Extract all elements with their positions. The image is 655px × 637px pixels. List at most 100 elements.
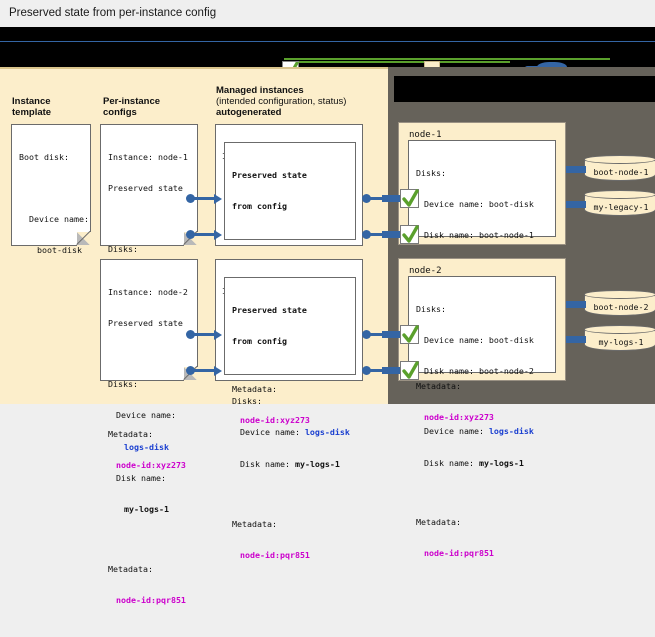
disk-link-line [566, 166, 586, 173]
node-1-label: node-1 [409, 130, 442, 140]
node2-boot-device: Device name: boot-disk [424, 335, 534, 346]
pic2-metadata-value: node-id:pqr851 [116, 595, 186, 606]
pic2-device-name-label: Device name: [116, 410, 176, 421]
node-1-details: Disks: Device name: boot-disk Disk name:… [408, 140, 556, 422]
disk-label-boot-node-1: boot-node-1 [593, 167, 649, 177]
pic2-preserved: Preserved state [108, 318, 183, 329]
pic1-disks-label: Disks: [108, 244, 138, 255]
node2-extra-disk-label: Disk name: [424, 457, 479, 468]
mi2-disk-row: Disk name: my-logs-1 [232, 459, 348, 469]
disk-cylinder-boot-node-2: boot-node-2 [584, 290, 655, 316]
connector-dot [362, 330, 371, 339]
connector-dot [186, 330, 195, 339]
disk-label-boot-node-2: boot-node-2 [593, 302, 649, 312]
managed-instance-inner-node-1: Preserved state from config Disks: Devic… [224, 142, 360, 425]
disk-cylinder-my-legacy-1: my-legacy-1 [584, 190, 655, 216]
per-instance-config-card-node-1: Instance: node-1 Preserved state Disks: … [100, 124, 198, 470]
pic2-disks-label: Disks: [108, 379, 138, 390]
legend-green-line-icon [284, 58, 610, 60]
connector-dot [362, 366, 371, 375]
connector-line [194, 233, 214, 236]
mi2-device-name-label: Device name: [240, 427, 305, 438]
pic1-preserved: Preserved state [108, 183, 183, 194]
per-instance-configs-line2: configs [103, 107, 137, 118]
connector-line [370, 197, 384, 200]
per-instance-config-card-node-2: Instance: node-2 Preserved state Disks: … [100, 259, 198, 605]
connector-dot [362, 230, 371, 239]
diagram-root: Preserved state from per-instance config… [0, 0, 655, 404]
pic1-instance: Instance: node-1 [108, 151, 188, 162]
node-2-label: node-2 [409, 266, 442, 276]
check-icon [400, 325, 419, 344]
pic2-disk-name-label: Disk name: [116, 472, 166, 483]
connector-line [370, 369, 384, 372]
mi1-metadata-value: node-id:xyz273 [240, 414, 310, 425]
managed-instance-inner-node-2: Preserved state from config Disks: Devic… [224, 277, 356, 560]
connector-arrow [214, 230, 222, 240]
node1-metadata-label: Metadata: [416, 380, 461, 391]
disk-link-line [566, 201, 586, 208]
boot-device-name-label: Device name: [29, 213, 89, 224]
node1-disks-label: Disks: [416, 167, 446, 178]
connector-bar [382, 331, 400, 338]
mi2-metadata-label: Metadata: [232, 518, 277, 529]
legend-green-line-icon-2 [291, 61, 510, 63]
node2-metadata-label: Metadata: [416, 516, 461, 527]
per-instance-configs-line1: Per-instance [103, 96, 161, 107]
node1-boot-device: Device name: boot-disk [424, 199, 534, 210]
node2-extra-device-row: Device name: logs-disk [416, 426, 548, 436]
column-heading-per-instance-configs: Per-instance configs [103, 96, 160, 118]
node-2-details: Disks: Device name: boot-disk Disk name:… [408, 276, 556, 558]
node1-metadata-value: node-id:xyz273 [424, 411, 494, 422]
mi2-disk-name-value: my-logs-1 [294, 458, 340, 469]
node2-extra-device-value: logs-disk [488, 426, 534, 437]
disk-cylinder-my-logs-1: my-logs-1 [584, 325, 655, 351]
pic2-device-name-value: logs-disk [124, 441, 169, 452]
pic1-metadata-value: node-id:xyz273 [116, 460, 186, 471]
connector-arrow [214, 366, 222, 376]
connector-bar [382, 195, 400, 202]
right-header-redacted [394, 76, 655, 102]
mi2-device-name-value: logs-disk [304, 427, 350, 438]
column-heading-instance-template: Instance template [12, 96, 51, 118]
managed-instances-line2: (intended configuration, status) [216, 96, 347, 107]
disk-link-line [566, 336, 586, 343]
connector-line [194, 369, 214, 372]
node2-extra-device-label: Device name: [424, 426, 489, 437]
connector-arrow [214, 194, 222, 204]
check-icon [400, 225, 419, 244]
mi1-preserved-line1: Preserved state [232, 169, 307, 180]
mi2-preserved-line1: Preserved state [232, 304, 307, 315]
disk-cylinder-boot-node-1: boot-node-1 [584, 155, 655, 181]
check-icon [400, 361, 419, 380]
mi2-device-row: Device name: logs-disk [232, 427, 350, 438]
boot-disk-title: Boot disk: [19, 151, 69, 162]
disk-label-my-legacy-1: my-legacy-1 [593, 202, 649, 212]
mi2-disk-name-label: Disk name: [240, 458, 295, 469]
node1-boot-disk: Disk name: boot-node-1 [424, 230, 534, 241]
pic1-metadata-label: Metadata: [108, 428, 153, 439]
managed-instances-line3: autogenerated [216, 107, 282, 118]
mi1-preserved-line2: from config [232, 201, 287, 212]
pic2-disk-name-value: my-logs-1 [124, 503, 169, 514]
connector-arrow [214, 330, 222, 340]
node2-metadata-value: node-id:pqr851 [424, 547, 494, 558]
node2-extra-disk-value: my-logs-1 [478, 457, 524, 468]
pic2-instance: Instance: node-2 [108, 286, 188, 297]
connector-bar [382, 367, 400, 374]
connector-line [194, 333, 214, 336]
legend-band-redacted [0, 27, 655, 78]
connector-dot [186, 194, 195, 203]
check-icon [400, 189, 419, 208]
node2-extra-disk-row: Disk name: my-logs-1 [416, 458, 548, 468]
node2-boot-disk: Disk name: boot-node-2 [424, 366, 534, 377]
connector-line [370, 333, 384, 336]
boot-device-name-value: boot-disk [37, 245, 82, 256]
instance-template-line1: Instance [12, 96, 51, 107]
column-heading-managed-instances: Managed instances (intended configuratio… [216, 85, 346, 118]
mi2-metadata-value: node-id:pqr851 [240, 549, 310, 560]
disk-label-my-logs-1: my-logs-1 [598, 337, 644, 347]
instance-template-line2: template [12, 107, 52, 118]
page-fold-icon [77, 232, 91, 246]
mi2-disks-label: Disks: [232, 396, 262, 407]
